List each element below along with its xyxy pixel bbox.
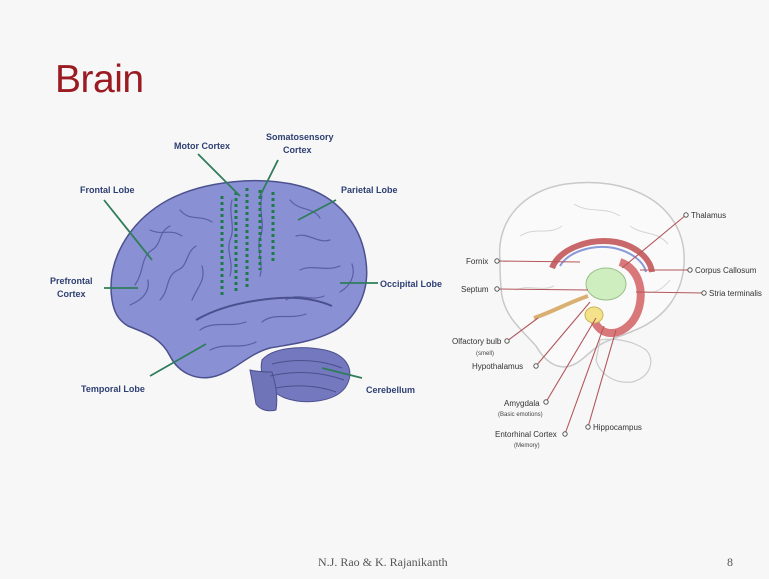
label-septum: Septum [461, 285, 489, 294]
label-corpus-callosum: Corpus Callosum [695, 266, 757, 275]
label-temporal-lobe: Temporal Lobe [81, 384, 145, 394]
label-amygdala-note: (Basic emotions) [498, 412, 543, 418]
label-frontal-lobe: Frontal Lobe [80, 185, 135, 195]
brainstem-shape [250, 370, 277, 411]
label-olfactory-bulb: Olfactory bulb [452, 337, 502, 346]
label-entorhinal-cortex: Entorhinal Cortex [495, 430, 557, 439]
label-parietal-lobe: Parietal Lobe [341, 185, 398, 195]
label-thalamus: Thalamus [691, 211, 726, 220]
lateral-brain-illustration: Motor Cortex Somatosensory Cortex Fronta… [50, 132, 442, 411]
label-prefrontal-line2: Cortex [57, 289, 86, 299]
label-hypothalamus: Hypothalamus [472, 362, 523, 371]
label-somatosensory-line2: Cortex [283, 145, 312, 155]
label-stria-terminalis: Stria terminalis [709, 289, 762, 298]
label-prefrontal-line1: Prefrontal [50, 276, 93, 286]
label-amygdala: Amygdala [504, 399, 540, 408]
thalamus-shape [586, 268, 626, 300]
slide-footer-authors: N.J. Rao & K. Rajanikanth [318, 555, 448, 570]
label-olfactory-note: (smell) [476, 351, 494, 357]
slide-page-number: 8 [727, 555, 733, 570]
label-occipital-lobe: Occipital Lobe [380, 279, 442, 289]
cerebrum-shape [111, 181, 367, 378]
label-fornix: Fornix [466, 257, 488, 266]
limbic-cerebellum-outline [596, 339, 651, 382]
label-entorhinal-note: (Memory) [514, 443, 540, 449]
label-somatosensory-line1: Somatosensory [266, 132, 334, 142]
label-hippocampus: Hippocampus [593, 423, 642, 432]
limbic-system-illustration: Thalamus Fornix Corpus Callosum Septum S… [452, 183, 762, 449]
label-cerebellum: Cerebellum [366, 385, 415, 395]
label-motor-cortex: Motor Cortex [174, 141, 230, 151]
